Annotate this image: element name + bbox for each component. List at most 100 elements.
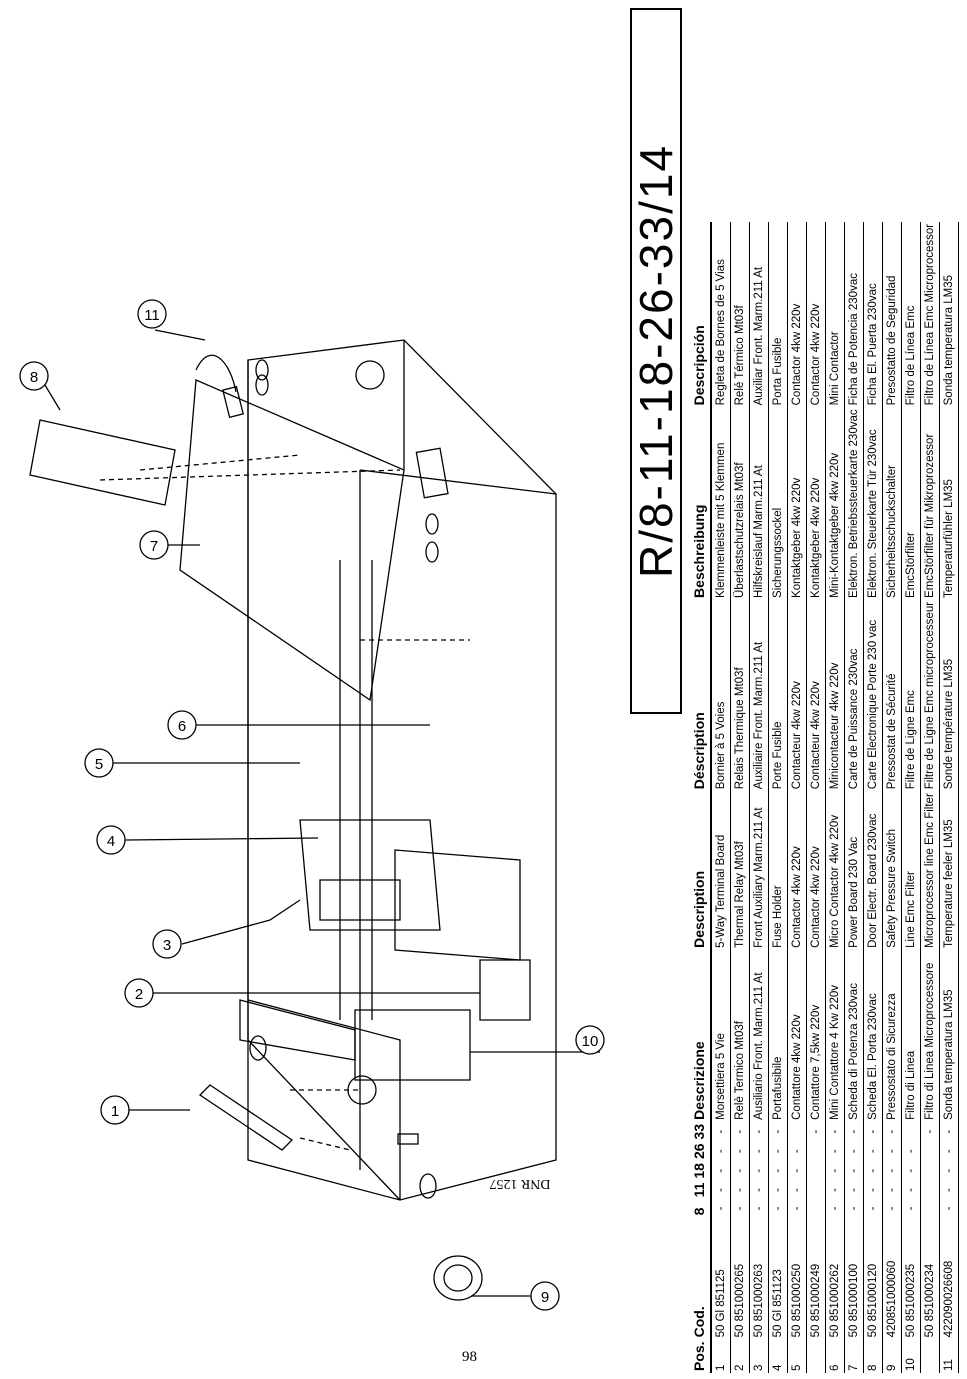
callout-1: 1 [100, 1095, 130, 1125]
cell-en: 5-Way Terminal Board [711, 791, 731, 950]
cell-model-mark: - [863, 1161, 883, 1181]
header-fr: Déscription [688, 599, 711, 792]
cell-model-mark [901, 1121, 921, 1142]
svg-text:3: 3 [163, 937, 171, 954]
cell-fr: Contacteur 4kw 220v [787, 599, 807, 792]
callout-4: 4 [96, 825, 126, 855]
cell-model-mark: - [749, 1141, 769, 1162]
power-board [179, 379, 405, 702]
cell-cod: 420851000060 [882, 1217, 902, 1340]
cell-es: Porta Fusible [768, 221, 788, 408]
callouts: 1 2 3 4 5 6 7 8 9 10 11 [19, 299, 605, 1311]
cell-cod: 50 Gl 851123 [768, 1217, 788, 1340]
cell-pos: 9 [882, 1339, 902, 1373]
svg-text:4: 4 [107, 833, 115, 850]
cell-model-mark: - [844, 1161, 864, 1181]
cell-cod: 50 851000250 [787, 1217, 807, 1340]
svg-text:9: 9 [541, 1289, 549, 1306]
cell-model-mark [920, 1161, 940, 1181]
cell-es: Contactor 4kw 220v [787, 221, 807, 408]
cell-model-mark [787, 1121, 807, 1142]
model-title: R/8-11-18-26-33/14 [630, 8, 682, 714]
cell-model-mark: - [844, 1199, 864, 1218]
cell-de: Sicherungssockel [768, 407, 788, 600]
cell-cod: 50 851000262 [825, 1217, 845, 1340]
cell-cod: 50 851000263 [749, 1217, 769, 1340]
cell-model-mark: - [844, 1180, 864, 1200]
header-it: Descrizione [688, 949, 711, 1122]
cell-fr: Sonde température LM35 [939, 599, 959, 792]
cell-it: Scheda El. Porta 230vac [863, 949, 883, 1122]
cell-es: Auxiliar Front. Marm.211 At [749, 221, 769, 408]
cell-model-mark: - [787, 1161, 807, 1181]
cell-de: EmcStörfilter für Mikroprozessor [920, 407, 940, 600]
cell-model-mark: - [787, 1180, 807, 1200]
cell-de: Klemmenleiste mit 5 Klemmen [711, 407, 731, 600]
terminal-board [198, 1084, 294, 1151]
cell-model-mark: - [749, 1180, 769, 1200]
cell-en: Front Auxiliary Marm.211 At [749, 791, 769, 950]
cell-pos: 8 [863, 1339, 883, 1373]
cell-es: Mini Contactor [825, 221, 845, 408]
cell-pos [920, 1339, 940, 1373]
cell-cod: 50 Gl 851125 [711, 1217, 731, 1340]
callout-7: 7 [139, 530, 169, 560]
cell-es: Presostatto de Seguridad [882, 221, 902, 408]
cell-en: Safety Pressure Switch [882, 791, 902, 950]
cell-model-mark: - [882, 1161, 902, 1181]
cell-model-mark: - [901, 1199, 921, 1218]
cell-pos: 10 [901, 1339, 921, 1373]
cell-en: Micro Contactor 4kw 220v [825, 791, 845, 950]
svg-text:7: 7 [150, 538, 158, 555]
cell-en: Temperature feeler LM35 [939, 791, 959, 950]
header-m33: 33 [688, 1121, 711, 1142]
header-pos: Pos. [688, 1339, 711, 1373]
cell-model-mark: - [844, 1141, 864, 1162]
cell-fr: Filtre de Ligne Emc [901, 599, 921, 792]
cell-it: Filtro di Linea Microprocessore [920, 949, 940, 1122]
cell-pos: 2 [730, 1339, 750, 1373]
cell-fr: Auxiliaire Front. Marm.211 At [749, 599, 769, 792]
cell-de: Überlastschutzrelais Mt03f [730, 407, 750, 600]
cell-model-mark: - [825, 1180, 845, 1200]
cell-model-mark: - [730, 1141, 750, 1162]
cell-en: Contactor 4kw 220v [787, 791, 807, 950]
pressure-switch [433, 1255, 483, 1301]
cell-pos: 7 [844, 1339, 864, 1373]
cell-model-mark [920, 1199, 940, 1218]
cell-model-mark: - [901, 1180, 921, 1200]
header-de: Beschreibung [688, 407, 711, 600]
cell-model-mark: - [806, 1121, 826, 1142]
cell-it: Ausiliario Front. Marm.211 At [749, 949, 769, 1122]
cell-fr: Bornier à 5 Voies [711, 599, 731, 792]
plate-label: DNR 1257 [489, 1176, 550, 1191]
cell-de: Temperaturfühler LM35 [939, 407, 959, 600]
cell-de: Sicherheitsschuckschalter [882, 407, 902, 600]
cell-en: Fuse Holder [768, 791, 788, 950]
cell-model-mark: - [939, 1141, 959, 1162]
table-row: 50 851000234-Filtro di Linea Microproces… [920, 221, 940, 1373]
cell-cod: 50 851000120 [863, 1217, 883, 1340]
page-number: 98 [462, 1349, 477, 1365]
cell-model-mark: - [749, 1199, 769, 1218]
callout-8: 8 [19, 361, 49, 391]
cell-model-mark: - [787, 1141, 807, 1162]
cell-de: Hilfskreislauf Marm.211 At [749, 407, 769, 600]
svg-text:5: 5 [95, 756, 103, 773]
line-filter [354, 1009, 471, 1081]
cell-model-mark: - [768, 1141, 788, 1162]
cell-de: EmcStörfilter [901, 407, 921, 600]
cell-it: Sonda temperatura LM35 [939, 949, 959, 1122]
cell-cod: 50 851000249 [806, 1217, 826, 1340]
svg-text:10: 10 [582, 1033, 599, 1050]
cell-it: Portafusibile [768, 949, 788, 1122]
cell-en: Line Emc Filter [901, 791, 921, 950]
cell-model-mark: - [901, 1141, 921, 1162]
